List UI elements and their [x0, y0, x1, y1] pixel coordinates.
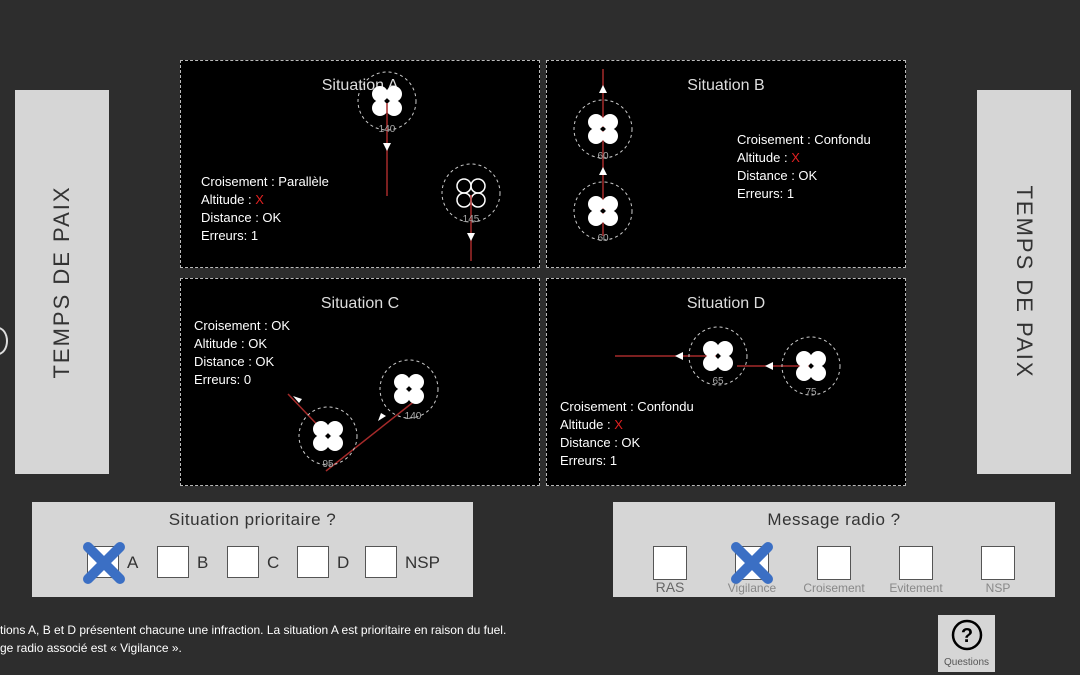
- drone-altitude: 65: [712, 376, 724, 387]
- side-label: TEMPS DE PAIX: [1012, 185, 1037, 379]
- drone-altitude: 140: [405, 411, 422, 422]
- partial-circle-icon: [0, 327, 8, 355]
- erreurs-text: Erreurs: 1: [737, 186, 795, 201]
- radio-option-label: Croisement: [803, 581, 865, 595]
- drone-altitude: 95: [322, 459, 334, 470]
- feedback-line: ge radio associé est « Vigilance ».: [0, 641, 182, 655]
- situation-info: Croisement : Confondu Altitude : X Dista…: [560, 398, 694, 470]
- drone-altitude: 140: [379, 124, 396, 135]
- checked-x-icon: [731, 542, 773, 584]
- priority-checkbox-c[interactable]: [227, 546, 259, 578]
- radio-option-label: Evitement: [889, 581, 943, 595]
- priority-checkbox-b[interactable]: [157, 546, 189, 578]
- situation-a-panel[interactable]: Situation A 140 145 Croisement : Parallè…: [180, 60, 540, 268]
- radio-option-label: NSP: [985, 581, 1011, 595]
- situation-info: Croisement : Parallèle Altitude : X Dist…: [201, 173, 329, 245]
- situation-b-panel[interactable]: Situation B 60 60 Croisement : Confondu …: [546, 60, 906, 268]
- croisement-text: Croisement : Parallèle: [201, 174, 329, 189]
- panel-title: Situation C: [320, 295, 400, 312]
- radio-option-label: Vigilance: [727, 581, 777, 595]
- altitude-text: Altitude : X: [201, 192, 264, 207]
- situation-c-panel[interactable]: Situation C 140 95 Croisement : OK Altit…: [180, 278, 540, 486]
- radio-checkbox-vigilance[interactable]: [731, 542, 773, 584]
- drone-altitude: 75: [805, 387, 817, 398]
- questions-button[interactable]: ? Questions: [938, 615, 995, 672]
- questions-label: Questions: [943, 657, 990, 668]
- distance-text: Distance : OK: [560, 435, 641, 450]
- feedback-line: tions A, B et D présentent chacune une i…: [0, 623, 507, 637]
- drone-icon: [379, 359, 439, 419]
- croisement-text: Croisement : Confondu: [560, 399, 694, 414]
- radio-checkbox-croisement[interactable]: [817, 546, 851, 580]
- distance-text: Distance : OK: [194, 354, 275, 369]
- distance-text: Distance : OK: [201, 210, 282, 225]
- altitude-text: Altitude : OK: [194, 336, 267, 351]
- radio-title: Message radio ?: [767, 510, 901, 529]
- side-banner-right: TEMPS DE PAIX: [977, 90, 1071, 474]
- priority-option-label: B: [197, 553, 209, 572]
- radio-checkbox-evitement[interactable]: [899, 546, 933, 580]
- altitude-text: Altitude : X: [560, 417, 623, 432]
- svg-text:?: ?: [960, 625, 972, 647]
- panel-title: Situation D: [686, 295, 766, 312]
- drone-altitude: 60: [597, 151, 609, 162]
- radio-checkbox-nsp[interactable]: [981, 546, 1015, 580]
- priority-question-box: Situation prioritaire ? A B C D NSP: [32, 502, 473, 597]
- croisement-text: Croisement : Confondu: [737, 132, 871, 147]
- situation-info: Croisement : Confondu Altitude : X Dista…: [737, 131, 871, 203]
- radio-question-box: Message radio ? RAS Vigilance Croisement Ev…: [613, 502, 1055, 597]
- radio-option-label: RAS: [655, 579, 685, 595]
- feedback-text: tions A, B et D présentent chacune une i…: [0, 621, 506, 657]
- drone-altitude: 60: [597, 233, 609, 244]
- side-banner-left: TEMPS DE PAIX: [15, 90, 109, 474]
- altitude-text: Altitude : X: [737, 150, 800, 165]
- priority-title: Situation prioritaire ?: [168, 510, 337, 529]
- priority-option-label: C: [267, 553, 280, 572]
- drone-altitude: 145: [463, 214, 480, 225]
- side-label: TEMPS DE PAIX: [49, 185, 74, 379]
- priority-option-label: D: [337, 553, 350, 572]
- erreurs-text: Erreurs: 1: [560, 453, 618, 468]
- panel-title: Situation B: [687, 77, 765, 94]
- priority-checkbox-nsp[interactable]: [365, 546, 397, 578]
- erreurs-text: Erreurs: 1: [201, 228, 259, 243]
- priority-checkbox-a[interactable]: [83, 542, 125, 584]
- priority-option-label: A: [127, 553, 139, 572]
- priority-checkbox-d[interactable]: [297, 546, 329, 578]
- situation-d-panel[interactable]: Situation D 65 75 Croisement : Confondu …: [546, 278, 906, 486]
- priority-option-label: NSP: [405, 553, 440, 572]
- question-mark-icon: ?: [951, 619, 982, 651]
- radio-checkbox-ras[interactable]: [653, 546, 687, 580]
- checked-x-icon: [83, 542, 125, 584]
- distance-text: Distance : OK: [737, 168, 818, 183]
- situation-info: Croisement : OK Altitude : OK Distance :…: [194, 317, 290, 389]
- croisement-text: Croisement : OK: [194, 318, 291, 333]
- erreurs-text: Erreurs: 0: [194, 372, 252, 387]
